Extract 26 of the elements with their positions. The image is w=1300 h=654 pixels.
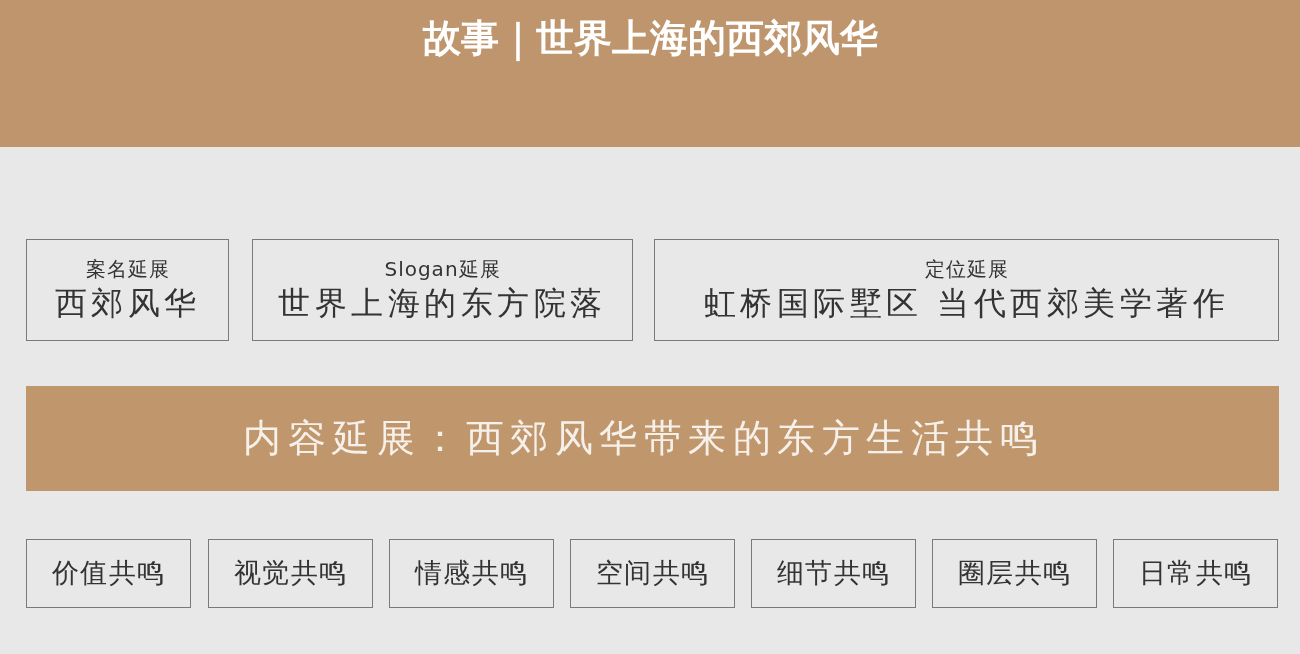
tag-text: 日常共鸣 xyxy=(1138,557,1253,590)
tag-text: 圈层共鸣 xyxy=(957,557,1072,590)
tag-box xyxy=(751,539,916,608)
tag-text: 情感共鸣 xyxy=(414,557,529,590)
tag-box xyxy=(26,539,191,608)
page-title: 故事｜世界上海的西郊风华 xyxy=(422,16,878,62)
box-text: 西郊风华 xyxy=(54,283,201,323)
tag-box xyxy=(932,539,1097,608)
tag-text: 视觉共鸣 xyxy=(233,557,348,590)
box-text: 世界上海的东方院落 xyxy=(278,283,607,323)
box-heading: Slogan延展 xyxy=(384,257,501,281)
tag-box xyxy=(1113,539,1278,608)
box-text: 虹桥国际墅区 当代西郊美学著作 xyxy=(703,283,1230,323)
tag-box xyxy=(570,539,735,608)
tag-text: 细节共鸣 xyxy=(776,557,891,590)
info-box xyxy=(26,239,229,341)
tag-text: 空间共鸣 xyxy=(595,557,710,590)
tag-text: 价值共鸣 xyxy=(51,557,166,590)
tag-box xyxy=(208,539,373,608)
box-heading: 案名延展 xyxy=(85,257,170,281)
info-box xyxy=(654,239,1279,341)
info-box xyxy=(252,239,633,341)
content-banner xyxy=(26,386,1279,491)
tag-box xyxy=(389,539,554,608)
banner-text: 内容延展：西郊风华带来的东方生活共鸣 xyxy=(243,415,1044,462)
box-heading: 定位延展 xyxy=(924,257,1009,281)
